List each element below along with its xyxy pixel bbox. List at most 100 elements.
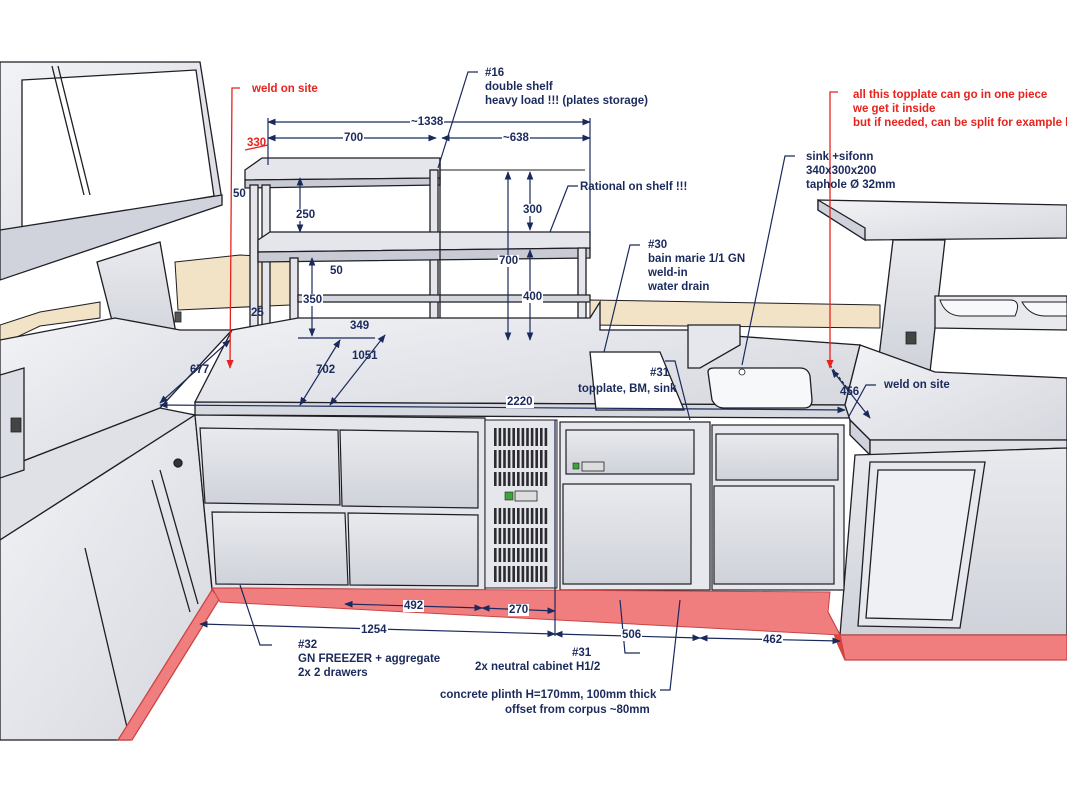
- dim-shelf-total: ~1338: [410, 116, 445, 128]
- vent-slot: [494, 428, 497, 446]
- dim-plinth-492: 492: [403, 600, 425, 612]
- vent-slot: [517, 428, 520, 446]
- vent-slot: [535, 450, 538, 468]
- vent-slot: [498, 528, 502, 544]
- sink-bowl: [707, 367, 813, 409]
- dim-length-2220: 2220: [506, 396, 534, 408]
- plinth-line2: offset from corpus ~80mm: [505, 704, 650, 716]
- dimension-lines: [159, 71, 876, 691]
- vent-slot: [540, 566, 543, 582]
- vent-slot: [530, 548, 534, 562]
- vent-slot: [544, 428, 548, 446]
- right-counter: [817, 198, 1067, 661]
- vent-slot: [494, 528, 497, 544]
- vent-slot: [535, 566, 538, 582]
- vent-slot: [530, 428, 534, 446]
- vent-slot: [494, 450, 497, 468]
- vent-slot: [535, 528, 538, 544]
- top-line1: topplate, BM, sink: [578, 383, 677, 395]
- vent-slot: [530, 566, 534, 582]
- vent-slot: [503, 528, 506, 544]
- vent-slot: [530, 528, 534, 544]
- wood-back-left: [0, 254, 291, 346]
- vent-slot: [512, 450, 515, 468]
- dim-gap-25: 25: [251, 307, 264, 319]
- sink-line2: 340x300x200: [806, 165, 877, 177]
- freezer-drawer-4: [347, 512, 479, 587]
- shelf-id: #16: [485, 67, 505, 79]
- vent-slot: [540, 508, 543, 524]
- vent-slot: [503, 472, 506, 486]
- dim-plinth-1254: 1254: [360, 624, 388, 636]
- vent-slot: [535, 548, 538, 562]
- bm-line3: water drain: [648, 281, 710, 293]
- dim-plinth-506: 506: [621, 629, 643, 641]
- cabinet-2-upper: [715, 433, 839, 481]
- vent-slot: [530, 472, 534, 486]
- vent-slot: [507, 450, 511, 468]
- dim-shelf-right: ~638: [502, 132, 530, 144]
- topplate-note-line3: but if needed, can be split for example …: [853, 117, 1067, 129]
- vent-slot: [540, 428, 543, 446]
- vent-slot: [512, 566, 515, 582]
- bm-id: #30: [648, 239, 668, 251]
- cabinet-id: #31: [572, 647, 592, 659]
- vent-slot: [544, 528, 548, 544]
- vent-slot: [521, 528, 525, 544]
- vent-slot: [540, 528, 543, 544]
- vent-slot: [507, 472, 511, 486]
- vent-slot: [503, 508, 506, 524]
- freezer-drawer-3: [211, 511, 349, 586]
- vent-slot: [517, 566, 520, 582]
- vent-slot: [544, 450, 548, 468]
- vent-slot: [535, 472, 538, 486]
- vent-slot: [535, 508, 538, 524]
- cabinet-1-door: [562, 483, 692, 585]
- freezer-drawer-2: [339, 429, 479, 509]
- vent-slot: [526, 450, 529, 468]
- vent-slot: [521, 450, 525, 468]
- sink-line3: taphole Ø 32mm: [806, 179, 896, 191]
- vent-slot: [494, 508, 497, 524]
- sink-line1: sink +sifonn: [806, 151, 874, 163]
- vent-slot: [507, 428, 511, 446]
- vent-slot: [498, 508, 502, 524]
- dim-thk-50-top: 50: [233, 188, 246, 200]
- freezer-drawer-1: [199, 427, 341, 506]
- vent-slot: [521, 472, 525, 486]
- vent-slot: [544, 508, 548, 524]
- bm-line1: bain marie 1/1 GN: [648, 253, 746, 265]
- vent-slot: [544, 566, 548, 582]
- topplate-note-line1: all this topplate can go in one piece: [853, 89, 1048, 101]
- cabinet-line1: 2x neutral cabinet H1/2: [475, 661, 601, 673]
- dim-offset-330: 330: [247, 137, 267, 149]
- vent-slot: [503, 450, 506, 468]
- vent-slot: [507, 528, 511, 544]
- vent-slot: [544, 472, 548, 486]
- dim-plinth-462: 462: [762, 634, 784, 646]
- vent-slot: [540, 548, 543, 562]
- vent-slot: [526, 566, 529, 582]
- vent-slot: [494, 566, 497, 582]
- freezer-id: #32: [298, 639, 318, 651]
- vent-slot: [512, 472, 515, 486]
- wood-back-center: [589, 299, 881, 329]
- vent-slot: [530, 508, 534, 524]
- bm-line2: weld-in: [648, 267, 688, 279]
- vent-slot: [512, 508, 515, 524]
- dim-plinth-270: 270: [508, 604, 530, 616]
- vent-slot: [498, 548, 502, 562]
- dim-shelf-left: 700: [343, 132, 365, 144]
- rational-label: Rational on shelf !!!: [580, 181, 688, 193]
- vent-slot: [521, 548, 525, 562]
- vent-slot: [503, 548, 506, 562]
- dim-height-700: 700: [498, 255, 520, 267]
- vent-slot: [535, 428, 538, 446]
- vent-slot: [512, 428, 515, 446]
- vent-slot: [494, 472, 497, 486]
- double-shelf: [244, 157, 591, 339]
- vent-slot: [544, 548, 548, 562]
- vent-slot: [498, 472, 502, 486]
- vent-slot: [507, 566, 511, 582]
